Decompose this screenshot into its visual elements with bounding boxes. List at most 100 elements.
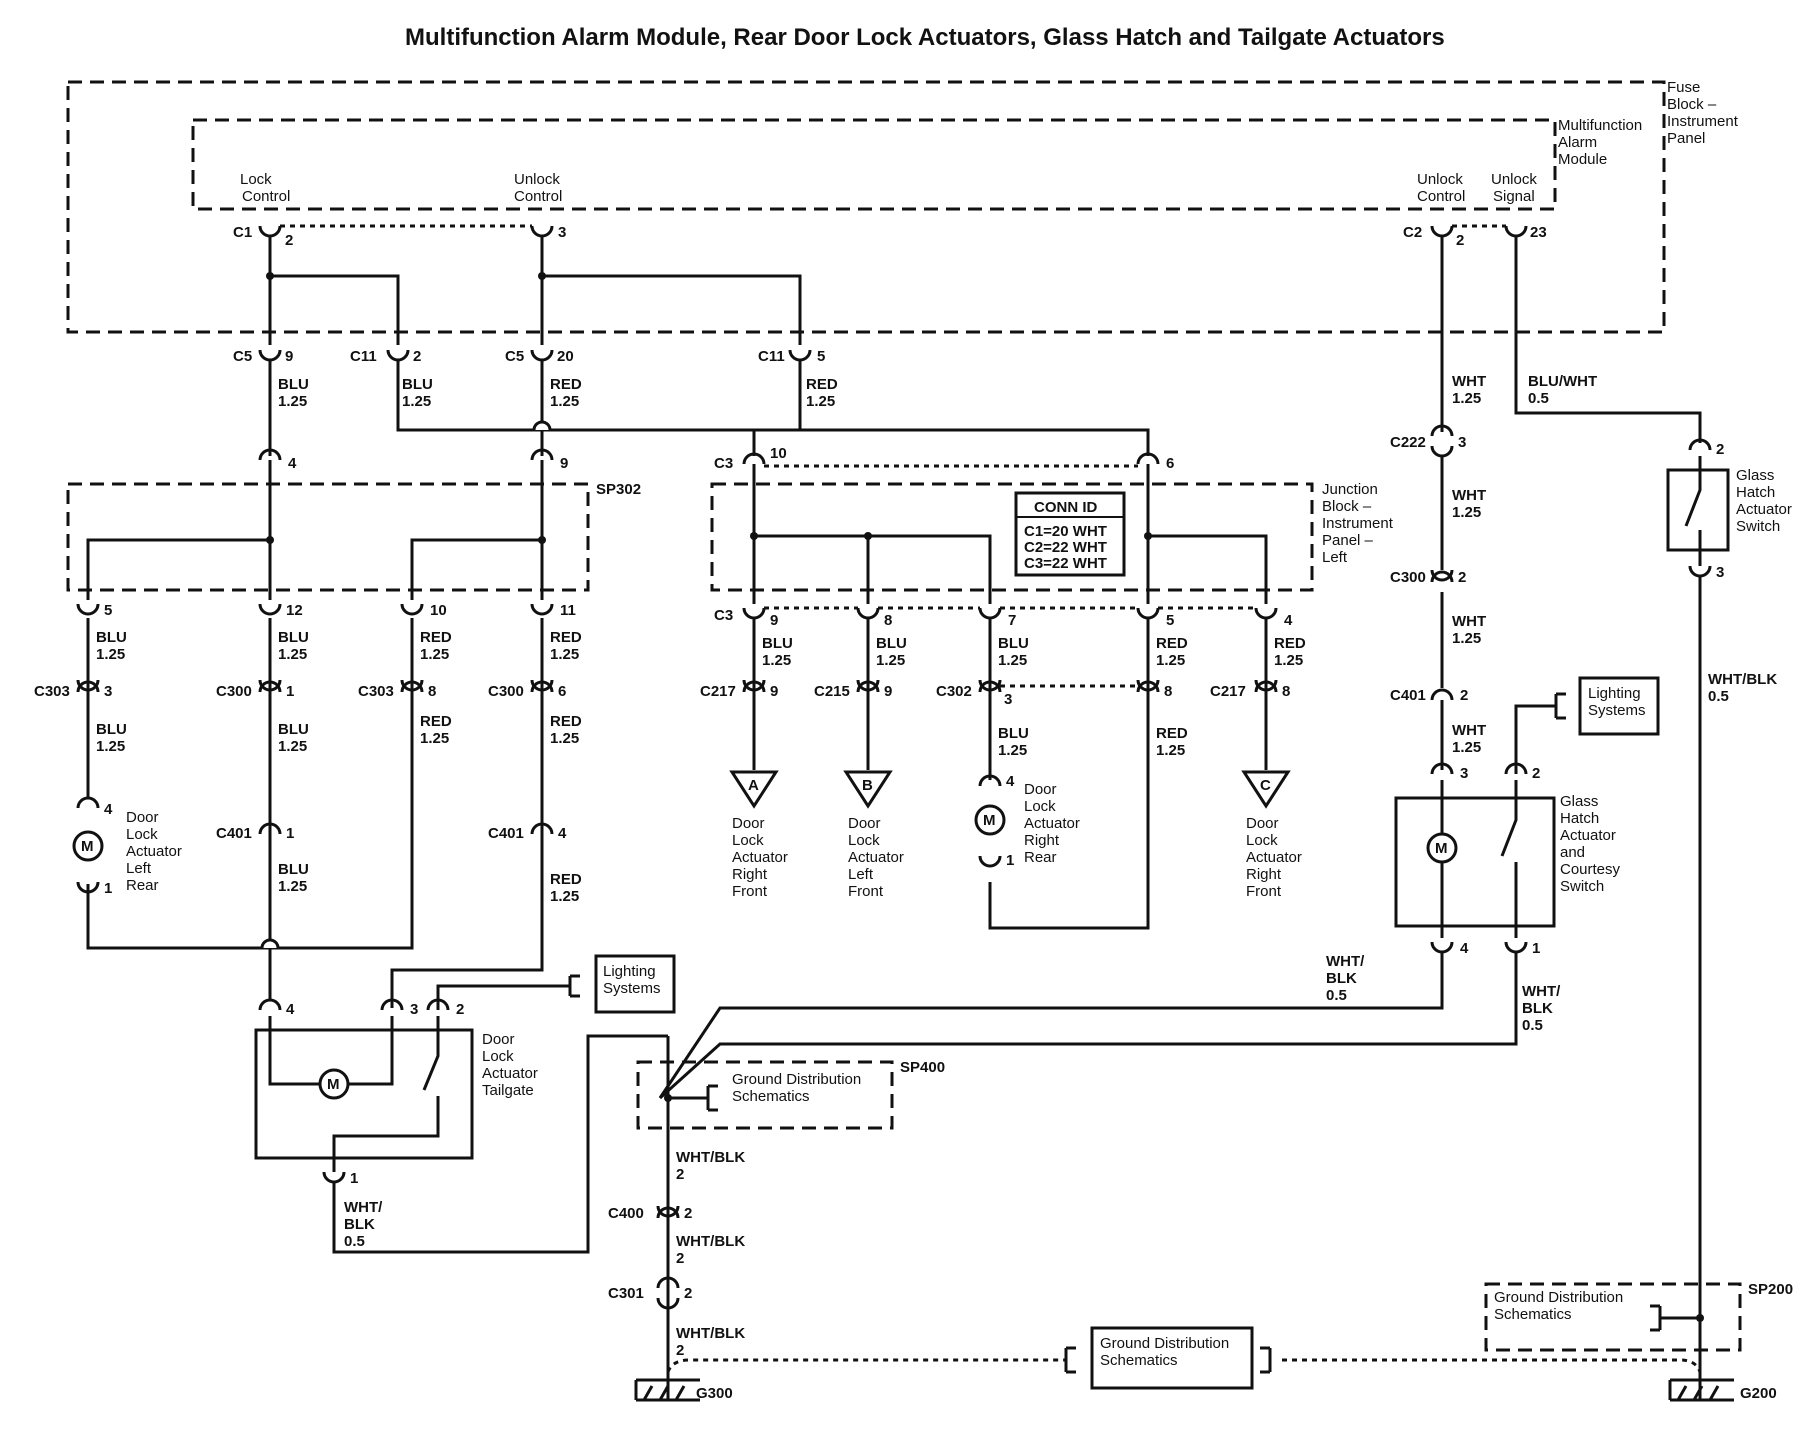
svg-text:4: 4: [104, 801, 113, 818]
svg-text:1.25: 1.25: [806, 393, 835, 410]
svg-text:and: and: [1560, 844, 1585, 861]
ground-distribution-ref-bottom: Ground Distribution Schematics: [1064, 1326, 1272, 1390]
svg-text:Actuator: Actuator: [848, 849, 904, 866]
svg-text:BLU: BLU: [762, 635, 793, 652]
wire-label-red-c401: RED 1.25: [550, 871, 582, 905]
svg-text:C3=22 WHT: C3=22 WHT: [1024, 555, 1107, 572]
svg-text:BLU: BLU: [402, 376, 433, 393]
svg-text:BLK: BLK: [1326, 970, 1357, 987]
svg-text:WHT/: WHT/: [344, 1199, 383, 1216]
sp302-pin4: [258, 448, 282, 461]
wire-label-blu-j9: BLU 1.25: [762, 635, 793, 669]
svg-text:Actuator: Actuator: [1246, 849, 1302, 866]
svg-text:Right: Right: [732, 866, 768, 883]
svg-text:M: M: [81, 838, 94, 855]
c1-label: C1: [233, 224, 252, 241]
svg-text:Lock: Lock: [848, 832, 880, 849]
fuse-block-outline: [66, 80, 1666, 334]
alarm-module-label: Multifunction Alarm Module: [1558, 117, 1642, 168]
svg-text:Module: Module: [1558, 151, 1607, 168]
svg-text:1.25: 1.25: [550, 646, 579, 663]
c2-pin23: [1504, 225, 1528, 238]
c300a-label: C300: [216, 683, 252, 700]
svg-text:WHT/BLK: WHT/BLK: [676, 1233, 745, 1250]
svg-text:3: 3: [1460, 765, 1468, 782]
svg-text:Front: Front: [732, 883, 768, 900]
c1-pin3: [530, 225, 554, 238]
c303b-label: C303: [358, 683, 394, 700]
svg-text:Tailgate: Tailgate: [482, 1082, 534, 1099]
c401a-label: C401: [216, 825, 252, 842]
glass-hatch-label: Glass Hatch Actuator and Courtesy Switch: [1560, 793, 1621, 895]
svg-text:RED: RED: [1156, 635, 1188, 652]
svg-text:1.25: 1.25: [1452, 739, 1481, 756]
svg-text:12: 12: [286, 602, 303, 619]
svg-text:2: 2: [456, 1001, 464, 1018]
svg-text:C2=22 WHT: C2=22 WHT: [1024, 539, 1107, 556]
svg-text:WHT/: WHT/: [1326, 953, 1365, 970]
svg-text:2: 2: [684, 1285, 692, 1302]
wire-label-blu-12: BLU 1.25: [278, 629, 309, 663]
svg-text:Door: Door: [482, 1031, 515, 1048]
ground-g300-icon: [634, 1378, 700, 1402]
svg-text:3: 3: [1458, 434, 1466, 451]
c2-pin23-label: 23: [1530, 224, 1547, 241]
svg-text:2: 2: [684, 1205, 692, 1222]
svg-text:Hatch: Hatch: [1560, 810, 1599, 827]
svg-text:2: 2: [1458, 569, 1466, 586]
svg-text:3: 3: [104, 683, 112, 700]
svg-text:0.5: 0.5: [1528, 390, 1549, 407]
svg-text:Alarm: Alarm: [1558, 134, 1597, 151]
svg-text:2: 2: [676, 1166, 684, 1183]
svg-text:Actuator: Actuator: [1024, 815, 1080, 832]
svg-text:1: 1: [104, 880, 112, 897]
svg-text:1.25: 1.25: [278, 646, 307, 663]
svg-text:2: 2: [1716, 441, 1724, 458]
svg-text:1.25: 1.25: [278, 738, 307, 755]
ground-distribution-ref-sp200: Ground Distribution Schematics: [1494, 1289, 1700, 1332]
wire-label-whtblk-ghs: WHT/BLK 0.5: [1708, 671, 1777, 705]
svg-text:Unlock: Unlock: [1491, 171, 1537, 188]
svg-text:RED: RED: [550, 871, 582, 888]
svg-text:Actuator: Actuator: [1560, 827, 1616, 844]
svg-text:RED: RED: [550, 629, 582, 646]
svg-text:RED: RED: [1156, 725, 1188, 742]
svg-text:Ground Distribution: Ground Distribution: [732, 1071, 861, 1088]
svg-text:RED: RED: [420, 629, 452, 646]
motor-icon-right-rear: M: [974, 804, 1006, 836]
junction-block-label: Junction Block – Instrument Panel – Left: [1322, 481, 1394, 566]
upper-wiring: [268, 236, 1702, 443]
svg-text:Lighting: Lighting: [1588, 685, 1641, 702]
svg-text:C: C: [1260, 777, 1271, 794]
svg-text:2: 2: [676, 1250, 684, 1267]
svg-text:Hatch: Hatch: [1736, 484, 1775, 501]
sp302-wiring: [86, 460, 544, 600]
svg-text:BLU: BLU: [278, 376, 309, 393]
sp302-label: SP302: [596, 481, 641, 498]
sp302-outline: [66, 482, 590, 592]
svg-text:1.25: 1.25: [96, 738, 125, 755]
c217b-label: C217: [1210, 683, 1246, 700]
svg-text:Instrument: Instrument: [1667, 113, 1739, 130]
wire-crossover: [532, 420, 552, 431]
c1-pin2: [258, 225, 282, 238]
c300b-label: C300: [488, 683, 524, 700]
svg-text:1.25: 1.25: [420, 646, 449, 663]
svg-text:Ground Distribution: Ground Distribution: [1494, 1289, 1623, 1306]
svg-text:11: 11: [560, 602, 576, 619]
svg-text:WHT: WHT: [1452, 722, 1486, 739]
svg-text:3: 3: [1004, 691, 1012, 708]
c2-pin2-label: 2: [1456, 232, 1464, 249]
svg-text:7: 7: [1008, 612, 1016, 629]
sp200-label: SP200: [1748, 1281, 1793, 1298]
c5b-pin: [530, 349, 554, 362]
svg-text:1.25: 1.25: [1274, 652, 1303, 669]
c11b-label: C11: [758, 348, 785, 365]
c1-pin3-label: 3: [558, 224, 566, 241]
svg-text:8: 8: [1282, 683, 1290, 700]
svg-text:Right: Right: [1246, 866, 1282, 883]
wire-label-wht-2: WHT 1.25: [1452, 487, 1486, 521]
svg-text:M: M: [983, 812, 996, 829]
svg-text:WHT: WHT: [1452, 487, 1486, 504]
svg-text:9: 9: [884, 683, 892, 700]
